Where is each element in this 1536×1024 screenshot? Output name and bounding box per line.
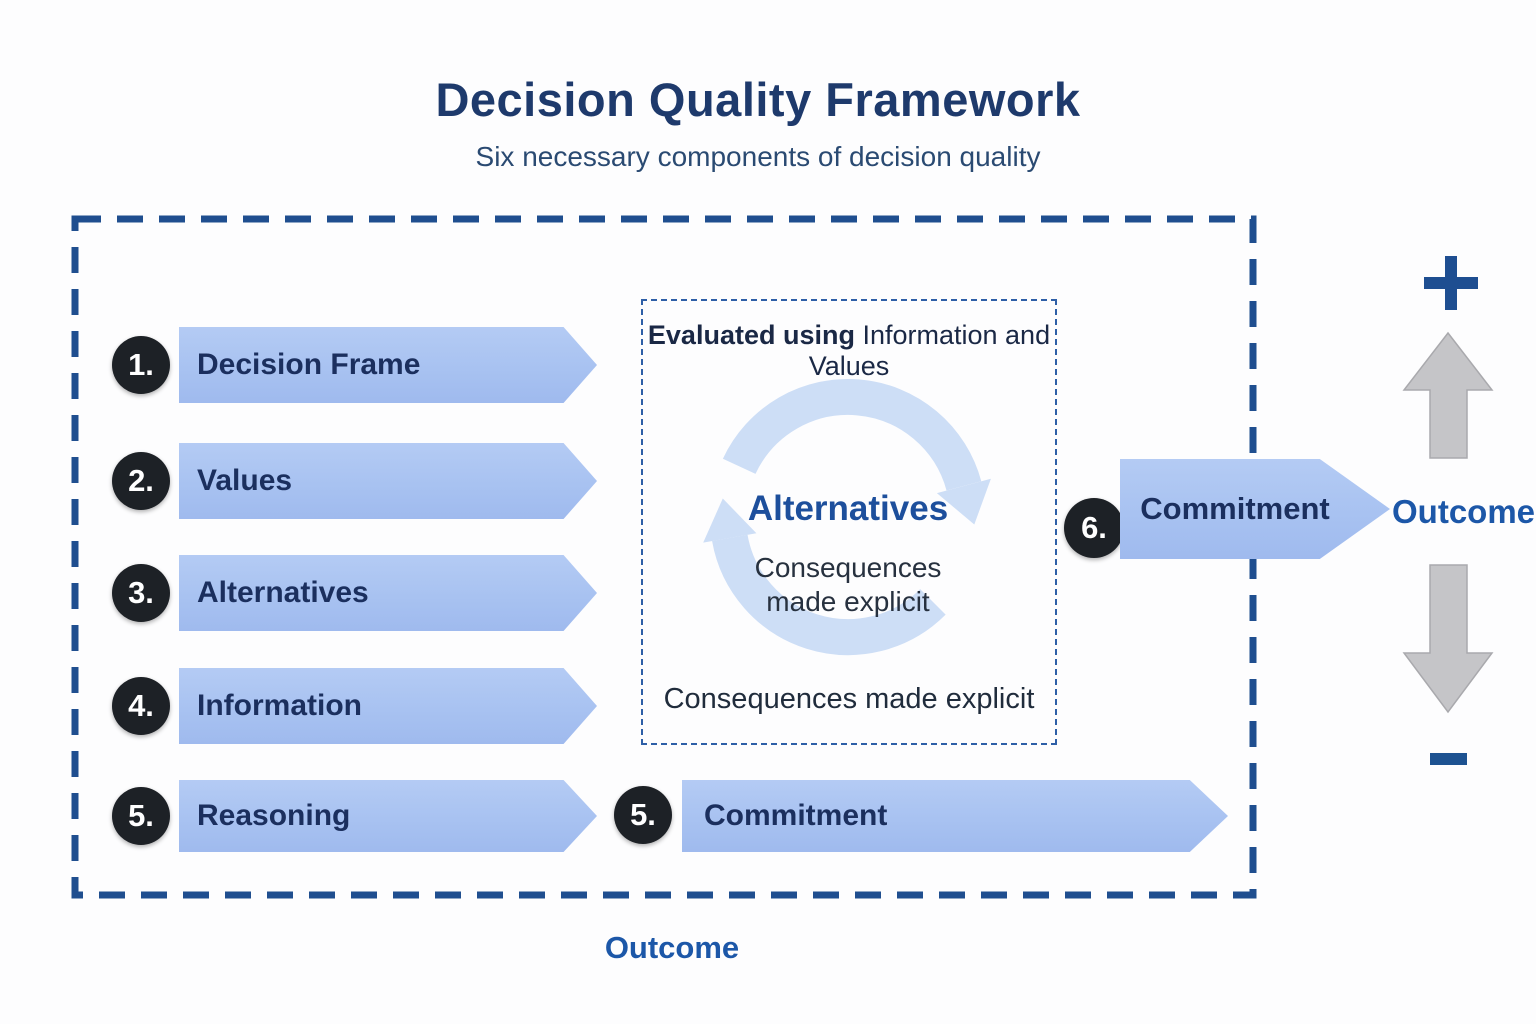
- component-arrow-decision-frame: Decision Frame: [179, 327, 597, 403]
- component-arrow-commitment-bottom: Commitment: [682, 780, 1228, 852]
- down-arrow-icon: [1402, 564, 1494, 714]
- step-badge-4: 4.: [112, 677, 170, 735]
- component-arrow-reasoning: Reasoning: [179, 780, 597, 852]
- outcome-label-bottom: Outcome: [604, 930, 740, 965]
- evaluation-box: [641, 299, 1057, 745]
- outcome-label-right: Outcome: [1392, 493, 1536, 530]
- evaluation-heading-rest: Information and Values: [808, 320, 1051, 381]
- component-label: Alternatives: [197, 576, 369, 609]
- step-badge-5b: 5.: [614, 786, 672, 844]
- component-arrow-values: Values: [179, 443, 597, 519]
- component-arrow-information: Information: [179, 668, 597, 744]
- component-arrow-alternatives: Alternatives: [179, 555, 597, 631]
- up-arrow-icon: [1402, 331, 1494, 459]
- cycle-note-line2: made explicit: [766, 586, 930, 617]
- component-label: Reasoning: [197, 799, 351, 832]
- component-arrow-commitment: Commitment: [1120, 459, 1390, 559]
- cycle-note-line1: Consequences: [754, 552, 942, 583]
- plus-icon: [1424, 256, 1478, 310]
- step-badge-6: 6.: [1064, 498, 1124, 558]
- evaluation-footer-note: Consequences made explicit: [663, 683, 1035, 715]
- cycle-arrows-icon: [703, 378, 991, 656]
- header: Decision Quality Framework Six necessary…: [0, 72, 1516, 173]
- cycle-center-label: Alternatives: [747, 489, 949, 528]
- evaluation-heading-bold: Evaluated using: [647, 320, 855, 350]
- component-label: Commitment: [704, 799, 888, 832]
- component-label: Decision Frame: [197, 348, 421, 381]
- cycle-note: Consequences made explicit: [688, 551, 1008, 619]
- plus-vbar: [1445, 256, 1457, 310]
- component-label: Commitment: [1140, 491, 1330, 526]
- page-title: Decision Quality Framework: [435, 73, 1081, 126]
- step-badge-1: 1.: [112, 336, 170, 394]
- component-label: Values: [197, 464, 293, 497]
- component-label: Information: [197, 689, 362, 722]
- page-subtitle: Six necessary components of decision qua…: [475, 141, 1041, 172]
- minus-icon: [1430, 753, 1467, 765]
- evaluation-heading: Evaluated using Information and Values: [641, 320, 1057, 382]
- step-badge-3: 3.: [112, 564, 170, 622]
- step-badge-2: 2.: [112, 452, 170, 510]
- step-badge-5: 5.: [112, 787, 170, 845]
